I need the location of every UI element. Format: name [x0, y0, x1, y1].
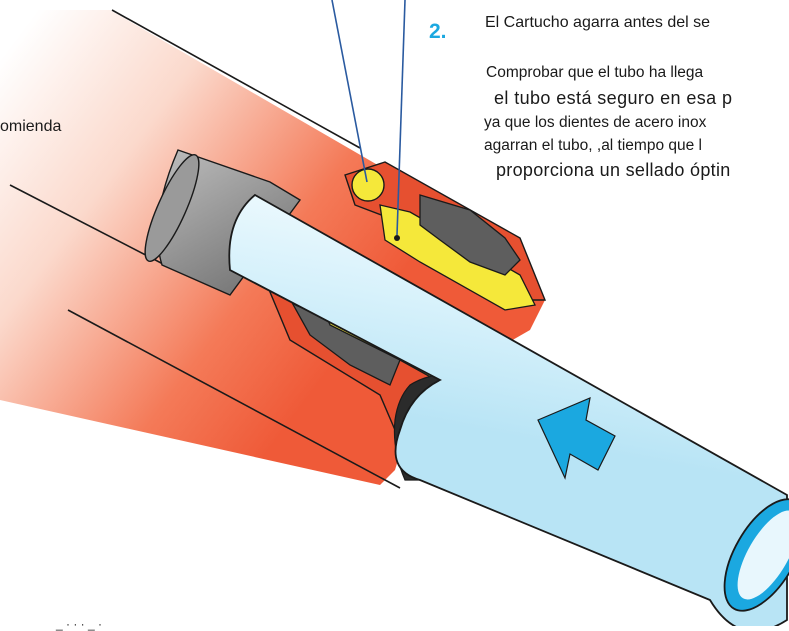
step-number: 2. — [429, 20, 447, 43]
upper-teeth — [419, 194, 521, 276]
leader-line-cartridge-dot — [394, 235, 400, 241]
description-line-5: proporciona un sellado óptin — [496, 160, 731, 180]
upper-grip-ball — [351, 168, 385, 202]
left-text-fragment: omienda — [0, 118, 62, 135]
fitting-top-edge — [111, 9, 361, 149]
step-title: El Cartucho agarra antes del se — [485, 14, 711, 31]
inner-support-tube-end — [144, 154, 200, 262]
description-line-2: el tubo está seguro en esa p — [494, 88, 733, 108]
pipe-end-inner — [737, 510, 789, 600]
fitting-mid-edge — [9, 184, 166, 266]
bottom-text-fragment: _ · · · _ · — [56, 617, 103, 631]
leader-line-ball — [331, 0, 368, 183]
leader-line-cartridge — [396, 0, 406, 236]
inserted-pipe — [228, 193, 788, 626]
description-line-4: agarran el tubo, ,al tiempo que l — [484, 137, 702, 154]
fitting-bottom-edge — [67, 309, 401, 489]
description-line-1: Comprobar que el tubo ha llega — [486, 64, 704, 81]
description-line-3: ya que los dientes de acero inox — [484, 114, 707, 131]
insertion-arrow-icon — [537, 397, 616, 480]
